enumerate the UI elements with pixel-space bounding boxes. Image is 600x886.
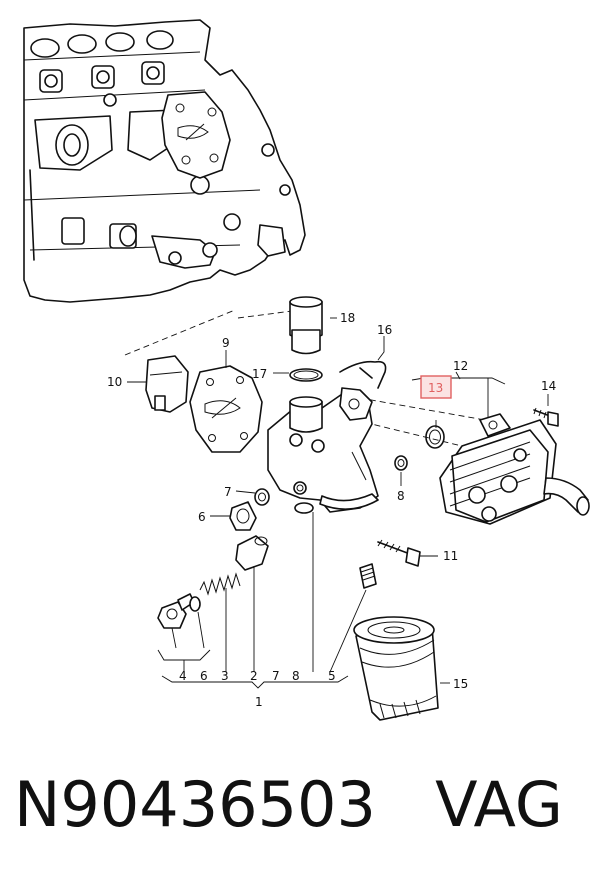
callout-7b: 7 [272, 669, 280, 683]
sleeve-part-2 [235, 535, 269, 571]
stud-part-5 [359, 563, 377, 589]
callout-6: 6 [198, 510, 206, 524]
o-ring-part-17 [289, 368, 323, 382]
callout-12: 12 [453, 359, 468, 373]
callout-16: 16 [377, 323, 392, 337]
o-ring-part-13 [425, 425, 445, 449]
gasket-part-9 [189, 365, 263, 453]
callout-6b: 6 [200, 669, 208, 683]
callout-17: 17 [252, 367, 267, 381]
exploded-parts-diagram: 18 16 17 9 10 12 13 14 7 6 8 11 15 4 6 3… [23, 19, 590, 721]
bolt-part-11 [377, 539, 421, 567]
washer-part-6 [189, 596, 201, 612]
callout-8b: 8 [292, 669, 300, 683]
callout-2: 2 [250, 669, 258, 683]
retaining-clip-part-16 [339, 360, 387, 389]
callout-14: 14 [541, 379, 556, 393]
engine-block [23, 19, 306, 303]
sender-part-10 [145, 355, 189, 413]
valve-part-4 [157, 593, 195, 629]
callout-7: 7 [224, 485, 232, 499]
callout-1: 1 [255, 695, 263, 709]
block-gasket [161, 91, 231, 179]
callout-13: 13 [428, 381, 443, 395]
callout-8: 8 [397, 489, 405, 503]
alignment-dashed-line-cooler-top [359, 397, 486, 421]
alignment-dashed-line-left [124, 309, 236, 356]
callout-4: 4 [179, 669, 187, 683]
callout-5: 5 [328, 669, 336, 683]
plug-part-6 [229, 501, 257, 531]
leader-lines [127, 317, 549, 689]
spring-part-3 [199, 572, 241, 596]
part-number-footer: N90436503 VAG [14, 768, 563, 841]
seal-ring-part-8 [394, 455, 408, 471]
part-number: N90436503 [14, 768, 376, 841]
oil-filter-housing [267, 387, 379, 514]
callout-18: 18 [340, 311, 355, 325]
oil-cooler-part-12 [439, 413, 590, 525]
seal-part-7 [254, 488, 270, 506]
callout-3: 3 [221, 669, 229, 683]
callout-11: 11 [443, 549, 458, 563]
footer-separator [376, 768, 435, 841]
oil-filter-part-15 [353, 616, 439, 721]
callout-9: 9 [222, 336, 230, 350]
hose-part-18 [289, 296, 323, 355]
callout-10: 10 [107, 375, 122, 389]
callout-15: 15 [453, 677, 468, 691]
highlight-box-part-13 [420, 375, 452, 399]
brand-name: VAG [435, 768, 563, 841]
bolt-part-14 [533, 407, 559, 427]
